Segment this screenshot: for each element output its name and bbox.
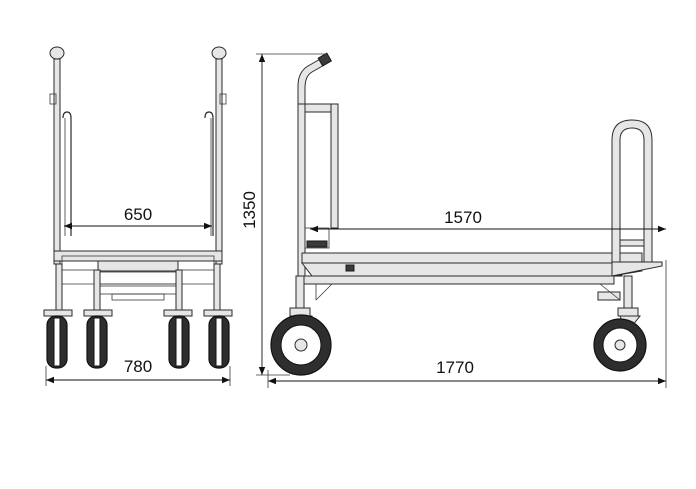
- handle-upright-front: [297, 103, 306, 277]
- dimension-1770: 1770: [267, 260, 667, 388]
- platform-deck: [301, 252, 643, 264]
- left-side-frame: [62, 111, 72, 236]
- handle-upright-rear: [330, 103, 339, 229]
- left-post-clamp: [49, 93, 57, 105]
- left-handle-knob: [49, 46, 65, 60]
- right-handle-knob: [211, 46, 227, 60]
- front-view: [43, 46, 233, 369]
- side-view: [270, 52, 663, 376]
- dimension-1350-label: 1350: [240, 191, 259, 229]
- dimension-1570: 1570: [310, 208, 666, 233]
- under-frame: [303, 275, 615, 285]
- dimension-1570-label: 1570: [444, 208, 482, 227]
- right-handle-post: [215, 58, 223, 265]
- dimension-650: 650: [63, 205, 212, 230]
- dimension-1770-label: 1770: [436, 358, 474, 377]
- dimension-650-label: 650: [124, 205, 152, 224]
- dimension-1350: 1350: [240, 53, 326, 376]
- rear-u-handle: [611, 119, 653, 263]
- dimension-780: 780: [45, 357, 231, 386]
- dimension-780-label: 780: [124, 357, 152, 376]
- right-side-frame: [204, 111, 214, 236]
- rear-deck-nose: [611, 261, 663, 277]
- left-handle-post: [53, 58, 61, 265]
- right-post-clamp: [219, 93, 227, 105]
